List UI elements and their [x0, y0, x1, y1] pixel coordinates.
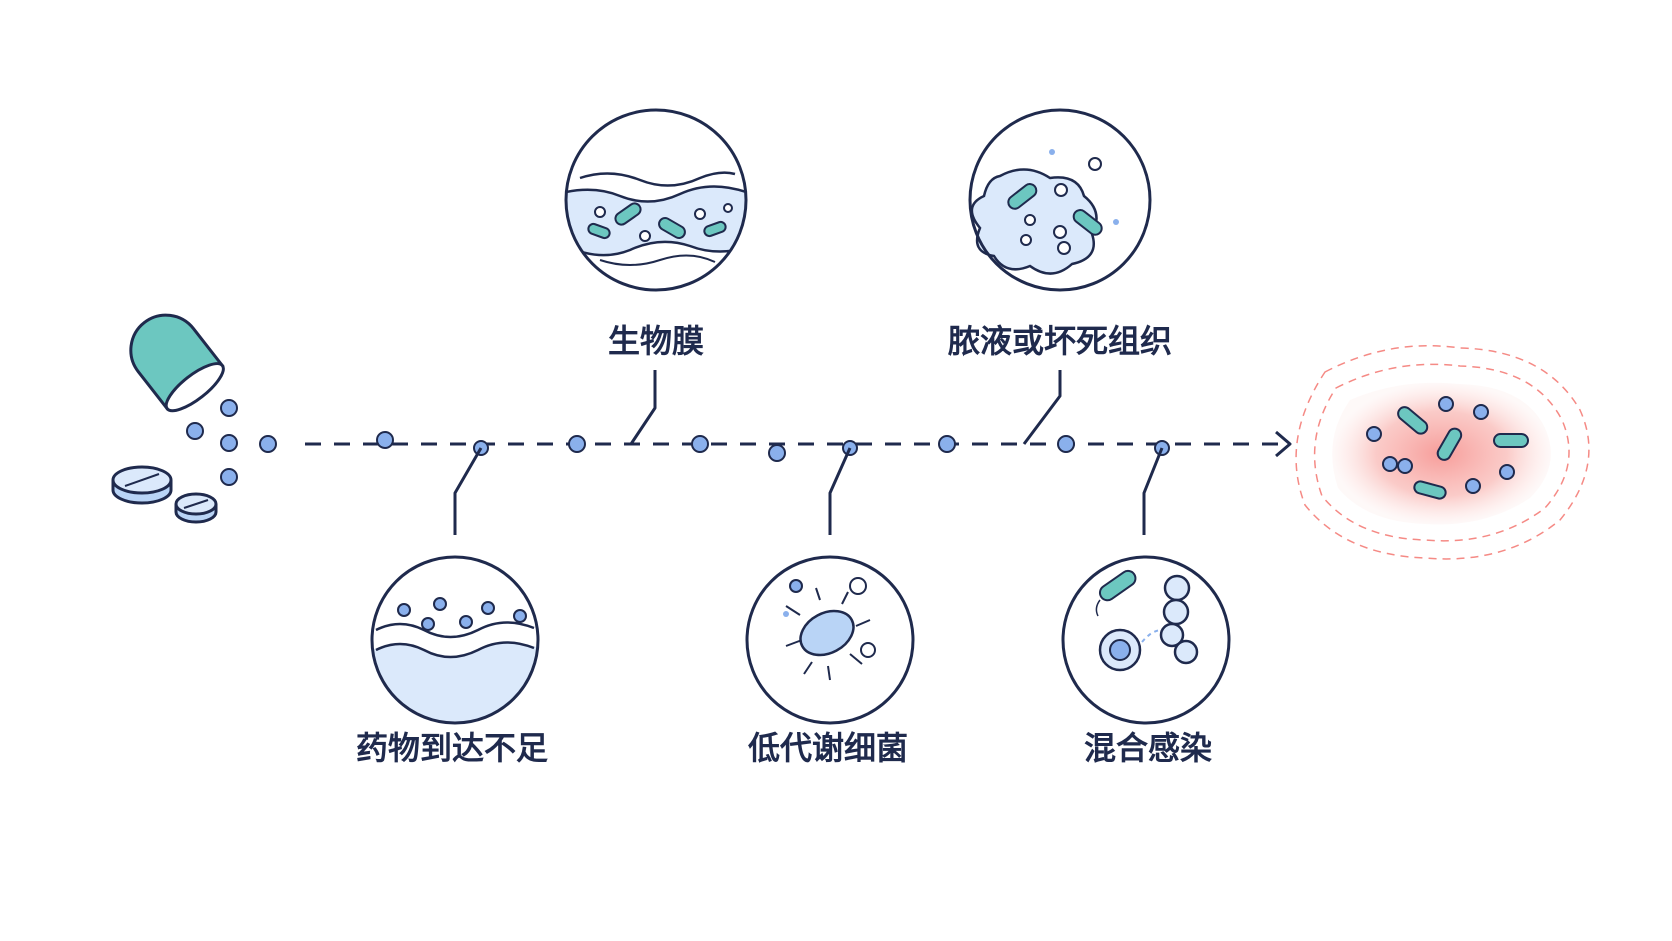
- small-tablet-icon: [174, 492, 218, 524]
- biofilm-icon: [566, 171, 746, 266]
- pus-necrotic-tissue-icon: [970, 149, 1119, 275]
- connectors: [453, 370, 1164, 535]
- delivery-path: [305, 430, 1292, 462]
- path-particles: [376, 431, 1075, 462]
- drug-particles: [186, 399, 277, 486]
- node-label-mixed-infection: 混合感染: [1084, 729, 1212, 767]
- node-label-drug-insufficient: 药物到达不足: [356, 729, 548, 767]
- node-label-biofilm: 生物膜: [608, 322, 704, 360]
- node-mixed-infection: 混合感染: [1061, 555, 1231, 767]
- node-drug-insufficient: 药物到达不足: [356, 555, 548, 767]
- node-label-pus-necrotic: 脓液或坏死组织: [947, 322, 1172, 360]
- tablet-icon: [111, 465, 173, 505]
- node-label-low-metabolism: 低代谢细菌: [748, 729, 908, 767]
- capsule-icon: [129, 313, 225, 413]
- node-low-metabolism: 低代谢细菌: [745, 555, 915, 767]
- node-biofilm: 生物膜: [564, 108, 748, 360]
- pathogen-cocci: [1366, 396, 1515, 494]
- capsule-and-tablets-icon: [111, 313, 277, 524]
- drug-insufficient-icon: [372, 597, 538, 723]
- low-metabolism-bacteria-icon: [783, 577, 876, 681]
- mixed-infection-icon: [1095, 569, 1199, 672]
- pathogen-rods: [1397, 406, 1529, 500]
- infection-site-icon: [1295, 345, 1590, 560]
- node-pus-necrotic: 脓液或坏死组织: [947, 108, 1172, 360]
